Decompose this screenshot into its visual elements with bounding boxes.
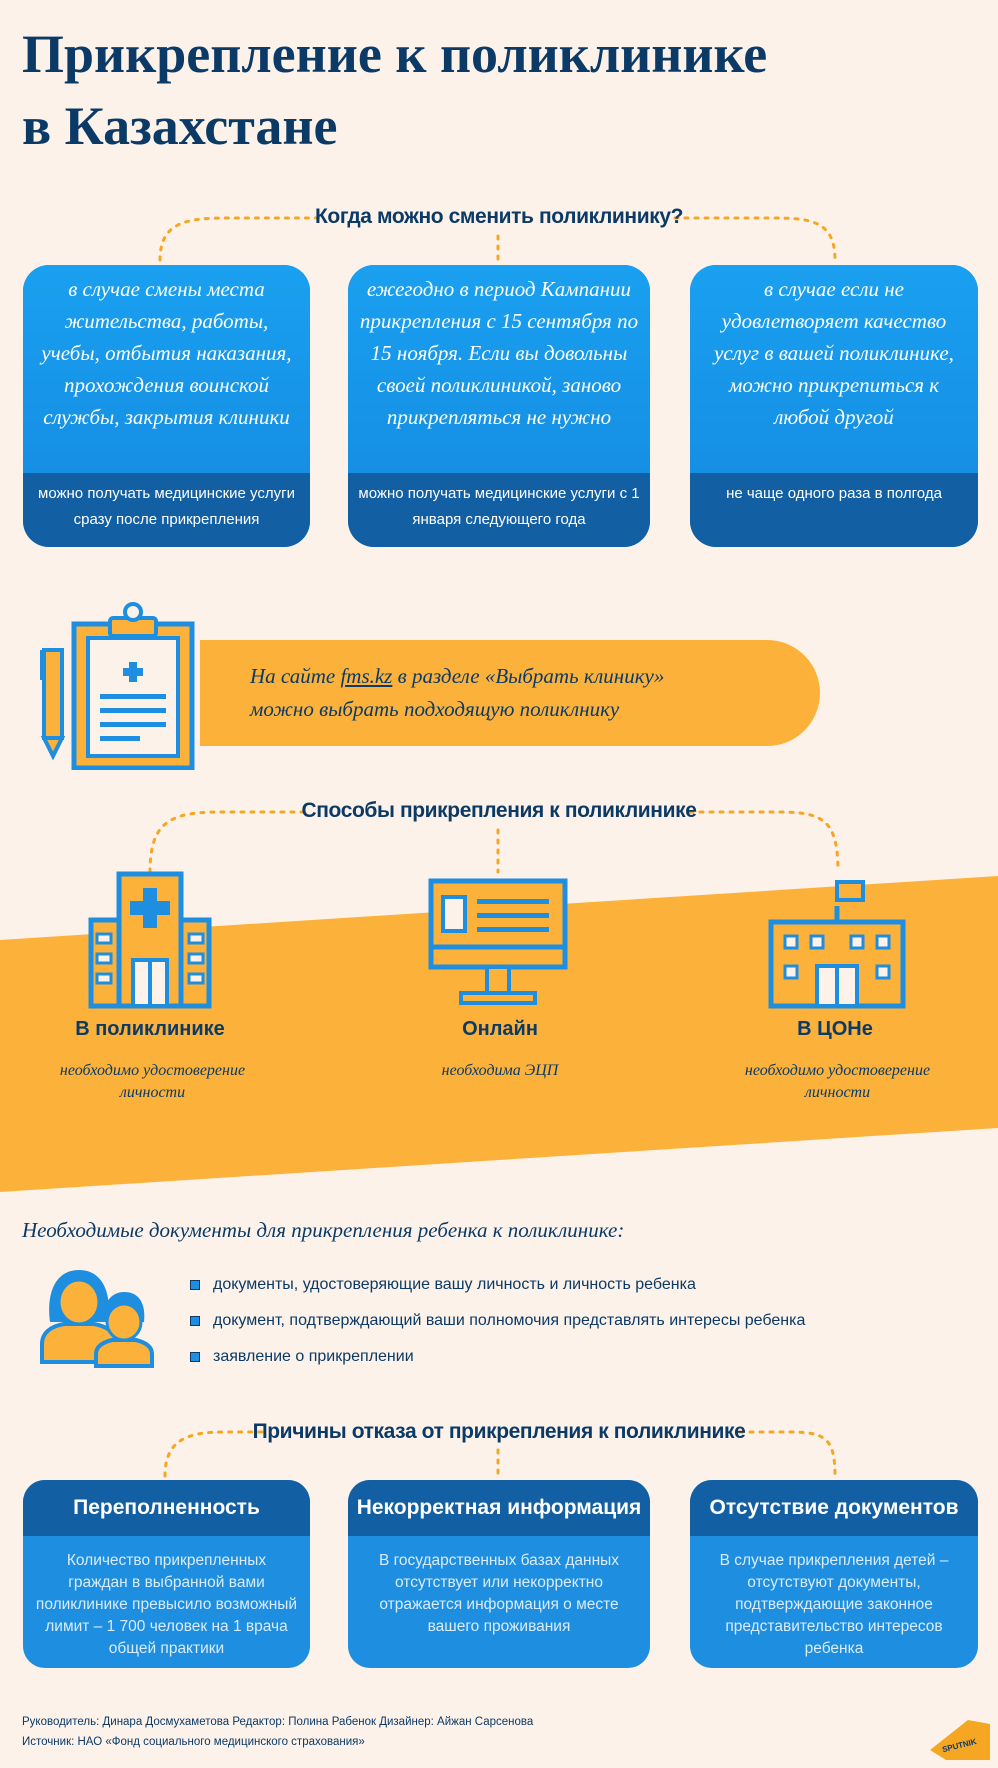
sputnik-logo: SPUTNIK [930,1720,990,1760]
bullet-icon [190,1352,200,1362]
method-subtitle: необходимо удостоверение личности [59,1062,246,1101]
refusal-card-text: В государственных базах данных отсутству… [378,1552,620,1635]
monitor-icon [428,878,568,1005]
doc-item: документ, подтверждающий ваши полномочия… [213,1312,806,1329]
credits-source: Источник: НАО «Фонд социального медицинс… [22,1736,365,1748]
methods-connector [148,810,840,874]
methods-heading: Способы прикрепления к поликлинике [301,799,697,822]
credits-staff: Руководитель: Динара Досмухаметова Редак… [22,1716,534,1728]
when-card-note: можно получать медицинские услуги сразу … [23,473,310,547]
when-connector [158,216,837,264]
when-card-note: не чаще одного раза в полгода [690,473,978,547]
public-building-icon [768,880,906,1009]
refusal-heading: Причины отказа от прикрепления к поликли… [252,1420,746,1443]
refusal-card-title: Переполненность [23,1480,310,1536]
method-subtitle: необходимо удостоверение личности [744,1062,931,1101]
method-subtitle: необходима ЭЦП [441,1062,559,1079]
fms-banner [200,640,820,746]
refusal-card-title: Некорректная информация [348,1480,650,1536]
refusal-card-title: Отсутствие документов [690,1480,978,1536]
method-title: В ЦОНе [797,1018,873,1040]
bullet-icon [190,1316,200,1326]
when-card-1: в случае смены места жительства, работы,… [23,265,310,547]
when-card-2: ежегодно в период Кампании прикрепления … [348,265,650,547]
clipboard-icon [40,602,195,770]
doc-item: заявление о прикреплении [213,1348,414,1365]
refusal-card-3: Отсутствие документов В случае прикрепле… [690,1480,978,1668]
docs-heading: Необходимые документы для прикрепления р… [22,1218,625,1242]
refusal-card-1: Переполненность Количество прикрепленных… [23,1480,310,1668]
refusal-card-text: Количество прикрепленных граждан в выбра… [35,1552,298,1657]
parent-child-icon [40,1270,154,1368]
refusal-card-2: Некорректная информация В государственны… [348,1480,650,1668]
fms-link[interactable]: fms.kz [340,664,393,688]
refusal-connector [163,1430,837,1478]
doc-item: документы, удостоверяющие вашу личность … [213,1276,696,1293]
bullet-icon [190,1280,200,1290]
when-card-text: в случае если не удовлетворяет качество … [690,265,978,473]
hospital-icon [88,871,212,1009]
when-card-text: ежегодно в период Кампании прикрепления … [348,265,650,473]
page-title: Прикрепление к поликлинике в Казахстане [22,24,768,156]
when-card-note: можно получать медицинские услуги с 1 ян… [348,473,650,547]
banner-text: На сайте fms.kz в разделе «Выбрать клини… [250,664,665,721]
refusal-card-text: В случае прикрепления детей – отсутствую… [719,1552,949,1657]
when-card-3: в случае если не удовлетворяет качество … [690,265,978,547]
when-card-text: в случае смены места жительства, работы,… [23,265,310,473]
when-heading: Когда можно сменить поликлинику? [314,205,684,228]
method-title: Онлайн [462,1018,538,1040]
method-title: В поликлинике [75,1018,225,1040]
